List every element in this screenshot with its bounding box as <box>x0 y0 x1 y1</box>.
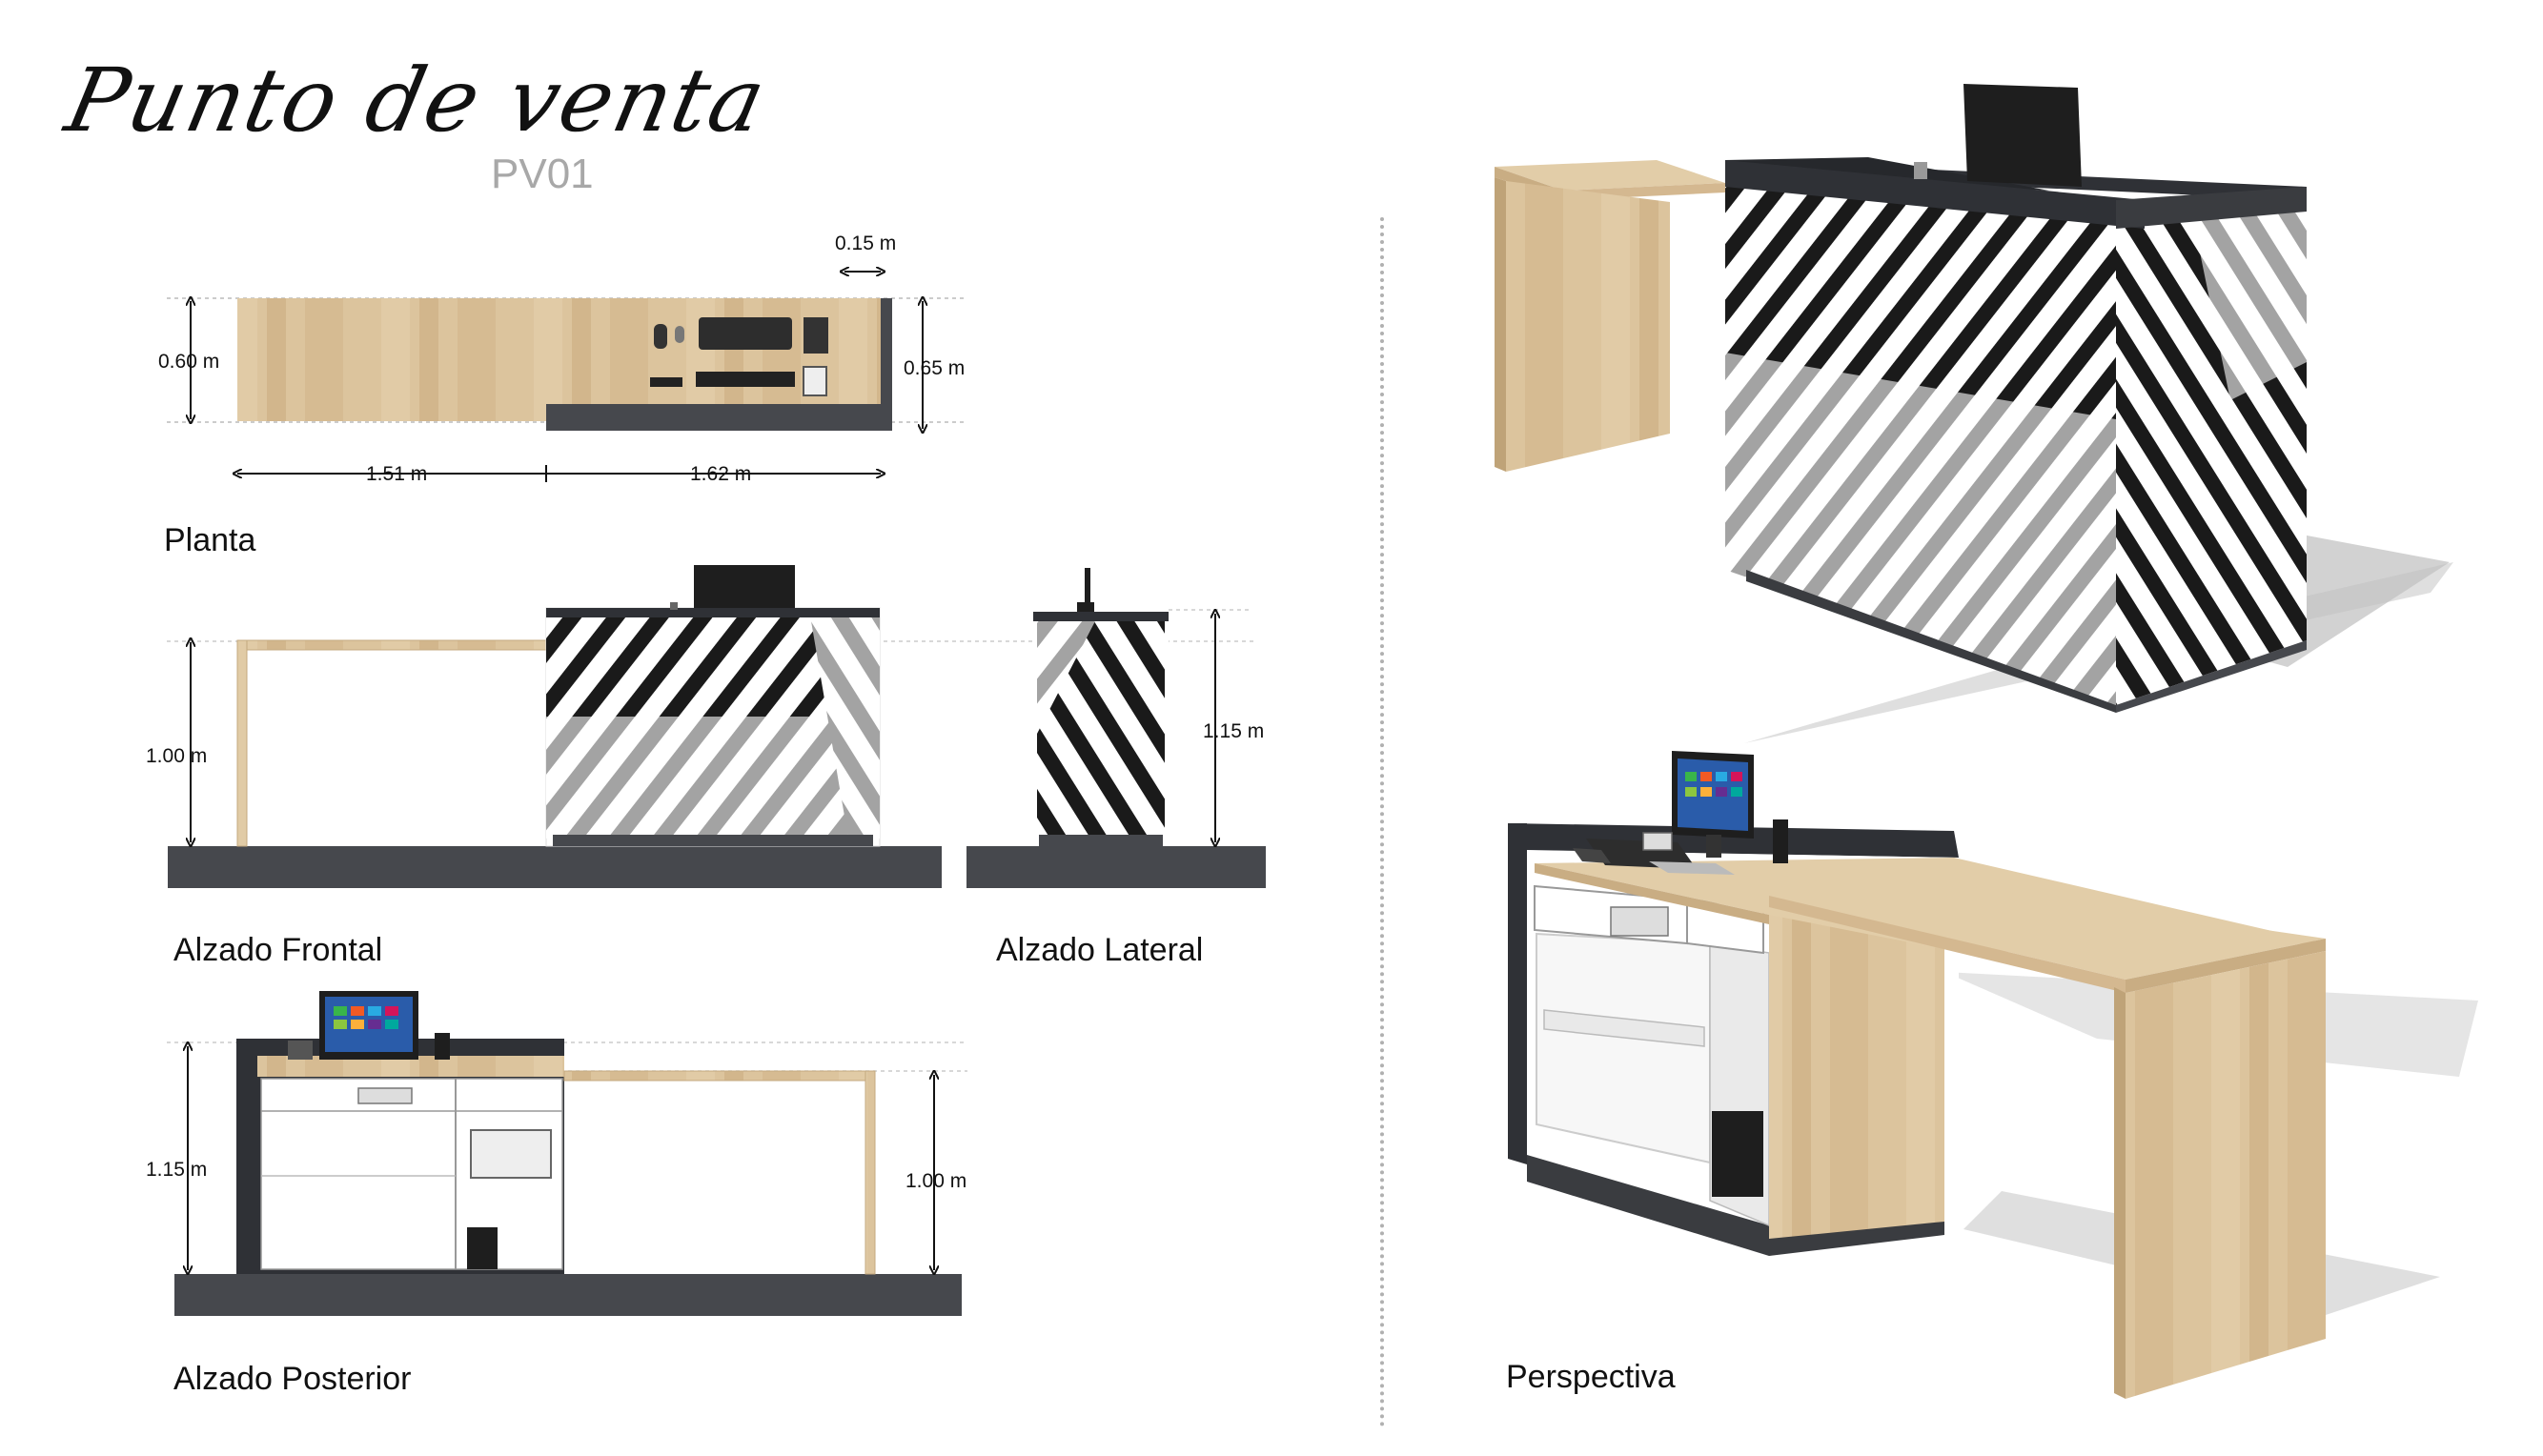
side-monitor <box>1085 568 1090 612</box>
plan-counter-edge <box>546 404 881 431</box>
view-label-alzado-frontal: Alzado Frontal <box>173 932 383 968</box>
perspective-front <box>1495 84 2453 743</box>
side-floor <box>966 846 1266 888</box>
plan-phone <box>804 317 828 354</box>
plan-monitor <box>696 372 795 387</box>
perspective-cpu <box>1712 1111 1763 1197</box>
rear-elevation <box>167 991 967 1316</box>
front-elevation <box>167 565 1253 888</box>
view-label-perspectiva: Perspectiva <box>1506 1359 1676 1395</box>
front-floor <box>168 846 942 888</box>
rear-floor <box>174 1274 962 1316</box>
plan-view <box>167 272 967 482</box>
perspective-monitor-back <box>1963 84 2082 187</box>
product-code: PV01 <box>491 151 594 197</box>
view-label-alzado-posterior: Alzado Posterior <box>173 1361 412 1397</box>
view-label-planta: Planta <box>164 522 256 558</box>
plan-top-surface <box>237 298 881 421</box>
section-divider <box>1380 217 1384 1427</box>
front-monitor <box>694 565 795 608</box>
side-elevation <box>966 568 1266 888</box>
plan-keyboard <box>699 317 792 350</box>
perspective-rear <box>1508 751 2478 1399</box>
dim-plan-offset: 0.15 m <box>835 233 897 254</box>
view-label-alzado-lateral: Alzado Lateral <box>996 932 1204 968</box>
